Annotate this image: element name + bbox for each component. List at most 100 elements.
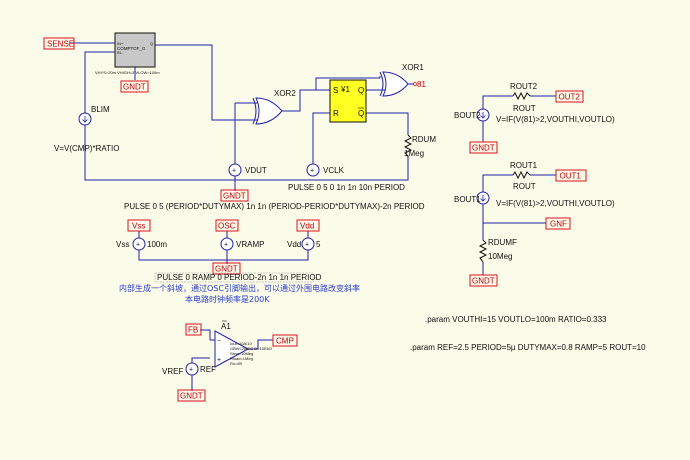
port-gndt-label: GNDT <box>180 392 203 401</box>
svg-text:+: + <box>189 367 193 374</box>
port-vdd: Vdd <box>296 219 320 232</box>
rdumf-value: 10Meg <box>488 252 512 261</box>
port-vss-label: Vss <box>132 222 145 231</box>
blim-expr: V=V(CMP)*RATIO <box>54 144 119 153</box>
xor2-gate: XOR2 <box>252 89 296 125</box>
ff-pin-r: R <box>333 109 339 118</box>
vdd-name: Vdd <box>287 240 301 249</box>
opamp-param: GBW=2MEG D=10E6/2 <box>230 346 273 351</box>
svg-text:+: + <box>136 242 140 249</box>
vdd-value: 5 <box>316 240 321 249</box>
port-out2-label: OUT2 <box>559 93 581 102</box>
port-gnf-label: GNF <box>550 220 567 229</box>
comparator-params: VHYS=20m VHIGH=3 VLOW=100m <box>95 70 160 75</box>
opamp-param: Slew=10Meg <box>230 351 253 356</box>
vss-value: 100m <box>147 240 167 249</box>
vramp-source: + VRAMP <box>220 237 264 251</box>
rdumf-name: RDUMF <box>488 238 517 247</box>
port-osc: OSC <box>215 219 239 232</box>
port-out1-label: OUT1 <box>560 172 582 181</box>
opamp-param: Rload=1Meg <box>230 356 253 361</box>
port-fb: FB <box>185 323 202 336</box>
bout2-name: BOUT2 <box>454 111 481 120</box>
blim-name: BLIM <box>91 105 110 114</box>
comparator-block: IN+ IN- Q COMPTOF_G VHYS=20m VHIGH=3 VLO… <box>95 32 160 75</box>
ff-pin-q: Q <box>358 86 364 95</box>
rout2-value: ROUT <box>513 104 536 113</box>
bout1-name: BOUT1 <box>454 195 481 204</box>
port-gndt-label: GNDT <box>472 277 495 286</box>
bout2-expr: V=IF(V(81)>2,VOUTHI,VOUTLO) <box>496 115 615 124</box>
rout1-resistor: ROUT1 ROUT <box>510 161 538 191</box>
port-sense: SENSE <box>43 37 75 50</box>
vref-name: VREF <box>162 367 183 376</box>
vclk-spec: PULSE 0 5 0 1n 1n 10n PERIOD <box>288 183 405 192</box>
xor1-gate: XOR1 81 <box>379 63 426 97</box>
port-gndt-label: GNDT <box>215 265 238 274</box>
opamp-a1: − + A1 Iout=10A/10 GBW=2MEG D=10E6/2 Sle… <box>214 320 273 368</box>
svg-text:+: + <box>217 357 221 364</box>
rout1-name: ROUT1 <box>510 161 538 170</box>
comparator-pin-in-pos: IN+ <box>117 41 124 46</box>
ff-pin-s: S <box>333 86 338 95</box>
port-gndt-label: GNDT <box>472 144 495 153</box>
port-gndt-comparator: GNDT <box>120 80 149 93</box>
rdumf-resistor: RDUMF 10Meg <box>478 238 517 263</box>
vdut-spec: PULSE 0 5 (PERIOD*DUTYMAX) 1n 1n (PERIOD… <box>124 202 425 211</box>
param-line1: .param VOUTHI=15 VOUTLO=100m RATIO=0.333 <box>425 315 607 324</box>
port-gndt-rdumf: GNDT <box>469 274 498 287</box>
blim-source: BLIM V=V(CMP)*RATIO <box>54 105 119 153</box>
port-sense-label: SENSE <box>47 40 74 49</box>
ramp-note-line1: 内部生成一个斜坡，通过OSC引脚输出，可以通过外围电路改变斜率 <box>119 283 360 293</box>
vclk-name: VCLK <box>323 166 345 175</box>
comparator-pin-in-neg: IN- <box>117 50 123 55</box>
port-gnf: GNF <box>545 217 571 230</box>
vramp-name: VRAMP <box>236 240 264 249</box>
xor2-name: XOR2 <box>274 89 296 98</box>
port-out2: OUT2 <box>555 90 584 103</box>
rdum-name: RDUM <box>412 135 436 144</box>
port-gndt-supplies: GNDT <box>212 262 241 275</box>
port-out1: OUT1 <box>555 169 587 182</box>
svg-text:+: + <box>310 168 314 175</box>
vdd-source: + Vdd 5 <box>287 237 321 251</box>
opamp-param: Ro=89 <box>230 361 243 366</box>
xor1-name: XOR1 <box>402 63 424 72</box>
vclk-source: + VCLK <box>306 163 345 177</box>
svg-text:+: + <box>305 242 309 249</box>
port-gndt-label: GNDT <box>123 83 146 92</box>
vdut-source: + VDUT <box>228 163 267 177</box>
svg-text:+: + <box>224 242 228 249</box>
rout2-name: ROUT2 <box>510 82 538 91</box>
port-fb-label: FB <box>188 326 198 335</box>
port-cmp: CMP <box>272 334 298 347</box>
ramp-spec: PULSE 0 RAMP 0 PERIOD-2n 1n 1n PERIOD <box>157 273 322 282</box>
opamp-name: A1 <box>221 322 231 331</box>
rout1-value: ROUT <box>513 182 536 191</box>
rdum-resistor: RDUM 1Meg <box>403 134 436 158</box>
port-gndt-label: GNDT <box>223 192 246 201</box>
port-gndt-bout2: GNDT <box>469 141 498 154</box>
vss-name: Vss <box>116 240 129 249</box>
wires <box>70 42 556 391</box>
vss-source: + Vss 100m <box>116 237 167 251</box>
rout2-resistor: ROUT2 ROUT <box>510 82 538 113</box>
port-osc-label: OSC <box>218 222 236 231</box>
bout2-source: BOUT2 V=IF(V(81)>2,VOUTHI,VOUTLO) <box>454 108 615 124</box>
param-line2: .param REF=2.5 PERIOD=5µ DUTYMAX=0.8 RAM… <box>410 343 646 352</box>
comparator-name: COMPTOF_G <box>117 46 146 51</box>
rdum-value: 1Meg <box>404 149 424 158</box>
bout1-expr: V=IF(V(81)>2,VOUTHI,VOUTLO) <box>496 199 615 208</box>
ff-name: ¥1 <box>340 85 350 94</box>
sr-flipflop: S R Q Q ¥1 <box>329 79 367 123</box>
bout1-source: BOUT1 V=IF(V(81)>2,VOUTHI,VOUTLO) <box>454 191 615 208</box>
opamp-param: Iout=10A/10 <box>230 341 252 346</box>
vref-value: REF <box>200 365 216 374</box>
comparator-pin-out: Q <box>150 41 153 46</box>
port-gndt-vref: GNDT <box>177 389 206 402</box>
port-cmp-label: CMP <box>276 337 294 346</box>
svg-text:−: − <box>217 338 221 345</box>
svg-text:+: + <box>232 168 236 175</box>
port-vdd-label: Vdd <box>300 222 314 231</box>
